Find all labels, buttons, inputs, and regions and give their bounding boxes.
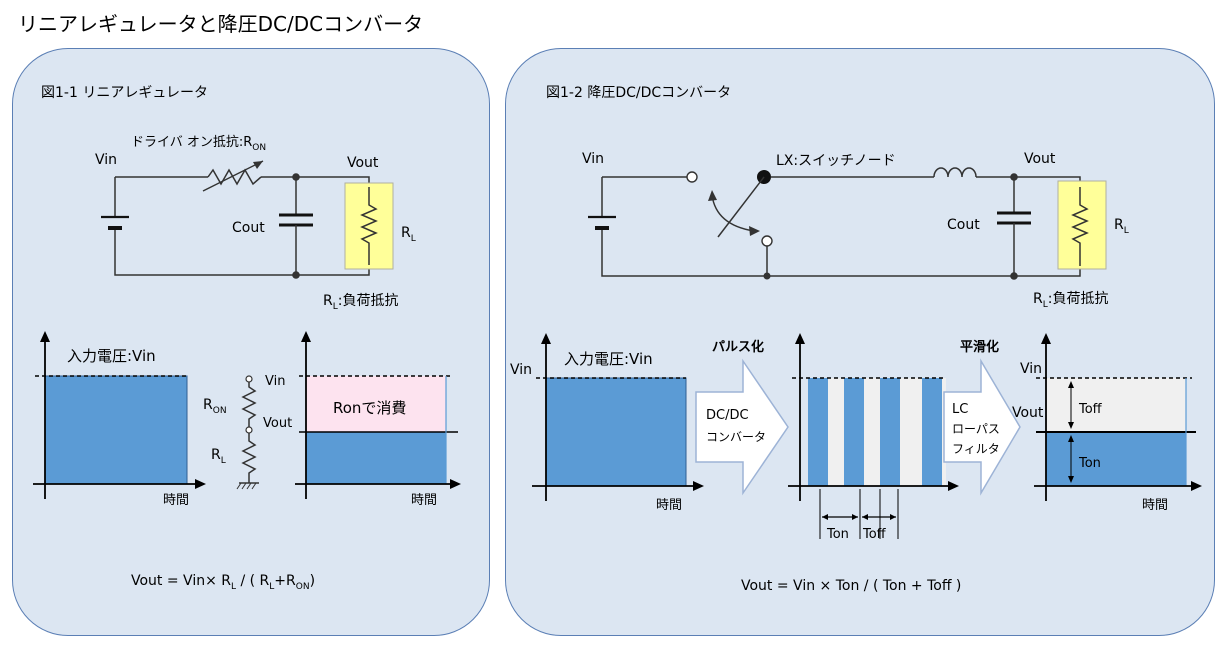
variable-resistor-icon <box>207 168 262 186</box>
switch-arrow-icon <box>711 194 755 232</box>
load-resistor-box <box>1057 180 1107 270</box>
buck-caption: 図1-2 降圧DC/DCコンバータ <box>546 85 731 101</box>
pulse-bar <box>922 378 942 486</box>
toff-marker-label: Toff <box>862 527 887 542</box>
ton-area <box>1046 432 1186 486</box>
buck-time-label-1: 時間 <box>656 498 682 513</box>
buck-time-label-3: 時間 <box>1142 498 1168 513</box>
lc-line-2: ローパス <box>952 422 1000 436</box>
page-title: リニアレギュレータと降圧DC/DCコンバータ <box>18 12 424 36</box>
linear-input-graph: 入力電圧:Vin 時間 <box>33 331 206 508</box>
buck-circuit: Vin LX:スイッチノード Vout Cout RL RL:負荷抵 <box>582 151 1129 310</box>
svg-text:RON: RON <box>203 397 227 416</box>
buck-rl-note: R <box>1033 291 1043 307</box>
buck-out-vout-label: Vout <box>1012 405 1044 421</box>
voltage-divider: RON RL Vin Vout <box>203 374 292 490</box>
linear-rl-label: R <box>401 225 411 241</box>
buck-input-graph: Vin 入力電圧:Vin 時間 <box>510 333 704 513</box>
pulse-bar <box>844 378 864 486</box>
svg-text:ドライバ オン抵抗:RON: ドライバ オン抵抗:RON <box>131 135 266 153</box>
linear-regulator-diagram: 図1-1 リニアレギュレータ Vin ドライバ オン抵抗:RON Vout Co… <box>33 85 461 592</box>
switch-blade <box>717 176 765 238</box>
linear-driver-label: ドライバ オン抵抗:R <box>131 135 252 150</box>
svg-text:RL: RL <box>1114 217 1129 236</box>
loss-label: Ronで消費 <box>333 399 406 417</box>
linear-cout-label: Cout <box>232 220 265 236</box>
pulse-bars <box>808 378 942 486</box>
linear-caption: 図1-1 リニアレギュレータ <box>41 85 208 101</box>
loss-area <box>306 376 446 432</box>
output-voltage-area <box>306 432 446 484</box>
linear-output-graph: Ronで消費 時間 <box>295 331 461 508</box>
resistor-icon <box>360 187 378 265</box>
inductor-icon <box>933 167 977 178</box>
divider-ron-label: R <box>203 397 213 413</box>
lc-line-3: フィルタ <box>952 442 1000 456</box>
linear-time-label-2: 時間 <box>411 493 437 508</box>
buck-converter-panel: 図1-2 降圧DC/DCコンバータ Vin LX:スイッチノード Vout Co… <box>505 48 1215 636</box>
switch-node-label: LX:スイッチノード <box>776 153 896 169</box>
smooth-label: 平滑化 <box>960 339 999 355</box>
buck-input-label: 入力電圧:Vin <box>564 350 653 368</box>
switch-bottom-terminal <box>761 235 773 247</box>
buck-vout-label: Vout <box>1024 151 1056 167</box>
buck-formula: Vout = Vin × Ton / ( Ton + Toff ) <box>741 578 961 594</box>
buck-vin-label: Vin <box>582 151 604 167</box>
out-ton-label: Ton <box>1078 456 1101 471</box>
dcdc-line-2: コンバータ <box>706 430 766 444</box>
buck-converter-diagram: 図1-2 降圧DC/DCコンバータ Vin LX:スイッチノード Vout Co… <box>510 85 1202 594</box>
input-voltage-area <box>44 375 188 485</box>
out-vin-label: Vin <box>265 374 285 389</box>
linear-vin-label: Vin <box>95 152 117 168</box>
svg-text:RL: RL <box>401 225 416 244</box>
resistor-icon <box>1071 187 1089 266</box>
buck-rl-label: R <box>1114 217 1124 233</box>
pulse-label: パルス化 <box>712 339 764 355</box>
svg-text:RL:負荷抵抗: RL:負荷抵抗 <box>323 293 398 312</box>
switch-top-terminal <box>686 171 698 183</box>
linear-formula: Vout = Vin× RL / ( RL+RON) <box>131 573 315 592</box>
dcdc-arrow: パルス化 DC/DC コンバータ <box>695 339 789 496</box>
out-toff-label: Toff <box>1078 402 1103 417</box>
buck-out-vin-label: Vin <box>1020 361 1042 377</box>
linear-time-label-1: 時間 <box>163 493 189 508</box>
buck-vin-axis-label: Vin <box>510 362 532 378</box>
linear-regulator-panel: 図1-1 リニアレギュレータ Vin ドライバ オン抵抗:RON Vout Co… <box>12 48 490 636</box>
linear-vout-label: Vout <box>347 155 379 171</box>
pulse-bar <box>880 378 900 486</box>
linear-input-label: 入力電圧:Vin <box>67 347 156 365</box>
pulse-graph: Ton Toff <box>788 333 959 542</box>
ton-marker-label: Ton <box>826 527 849 542</box>
dcdc-line-1: DC/DC <box>706 408 749 423</box>
svg-text:RL:負荷抵抗: RL:負荷抵抗 <box>1033 291 1108 310</box>
svg-text:RL: RL <box>211 447 226 466</box>
linear-circuit: Vin ドライバ オン抵抗:RON Vout Cout RL RL:負荷抵抗 <box>95 135 416 312</box>
linear-rl-note: R <box>323 293 333 309</box>
input-voltage-area <box>545 377 687 487</box>
buck-output-graph: Vin Vout Toff Ton 時間 <box>1012 333 1202 513</box>
toff-area <box>1046 378 1186 432</box>
buck-cout-label: Cout <box>947 217 980 233</box>
divider-rl-label: R <box>211 447 221 463</box>
out-vout-label: Vout <box>263 416 292 431</box>
pulse-bar <box>808 378 828 486</box>
lc-filter-arrow: 平滑化 LC ローパス フィルタ <box>943 339 1021 496</box>
lc-line-1: LC <box>952 402 968 417</box>
